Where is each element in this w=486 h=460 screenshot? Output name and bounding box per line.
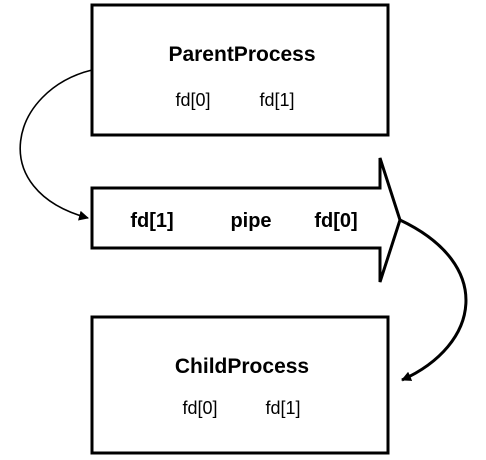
child-fd-write: fd[1] [265,398,300,418]
child-fd-read: fd[0] [182,398,217,418]
parent-process-box: ParentProcess fd[0] fd[1] [90,3,390,137]
pipe-arrow: fd[1] pipe fd[0] [90,157,402,283]
pipe-label: pipe [230,210,271,232]
child-process-title: ChildProcess [175,355,309,378]
parent-fd-write: fd[1] [259,90,294,110]
pipe-write-end-label: fd[1] [130,210,173,232]
parent-fd-read: fd[0] [175,90,210,110]
parent-process-title: ParentProcess [168,43,315,66]
pipe-to-child-arrow [399,218,468,382]
pipe-shape [90,157,402,283]
child-process-box: ChildProcess fd[0] fd[1] [90,315,390,455]
parent-to-pipe-arrow [19,69,93,221]
parent-process-frame [90,3,390,137]
pipe-read-end-label: fd[0] [314,210,357,232]
child-process-frame [90,315,390,455]
